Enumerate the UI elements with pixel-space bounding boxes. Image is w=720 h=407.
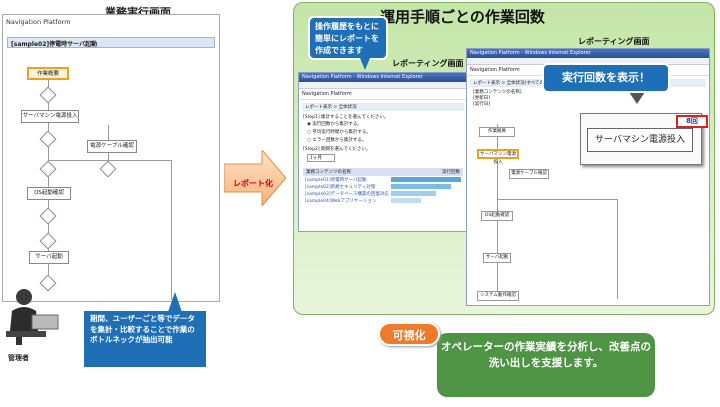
radio-time[interactable]: ○ 平均実行時間から集計する。 <box>307 130 371 135</box>
radio-count[interactable]: ◉ 実行回数から集計する。 <box>307 122 362 127</box>
summary-box: オペレーターの作業実績を分析し、改善点の洗い出しを支援します。 <box>437 333 655 397</box>
flow-branch <box>39 130 57 148</box>
table-row[interactable]: [sample03]データベース構築の回復対応 <box>305 192 389 197</box>
table-row[interactable]: [sample04]Webアプリケーション <box>305 199 377 204</box>
flow-branch <box>99 160 117 178</box>
breadcrumb: レポート表示 > 全体状況 <box>302 103 464 111</box>
count-callout: 実行回数を表示！ <box>542 63 670 93</box>
front-node-os-check[interactable]: OS起動確認 <box>481 211 513 221</box>
period-select[interactable]: 1ヶ月 <box>307 154 335 162</box>
business-execution-window: Navigation Platform [sample02]停電時サーバ起動 作… <box>2 14 220 302</box>
front-node-system-check[interactable]: システム動作確認 <box>477 291 519 301</box>
meta-executed: [実行日] <box>473 102 491 107</box>
count-bar <box>391 177 461 182</box>
report-label-back: レポーティング画面 <box>392 59 464 68</box>
step2-label: [Step2] 期間を選んでください。 <box>303 147 371 152</box>
zoom-node-server-power: サーバマシン電源投入 <box>587 128 693 152</box>
reporting-panel-title: 運用手順ごとの作業回数 <box>380 8 545 26</box>
report-table: [sample01]停電時サーバ起動 [sample02]新規セキュリティ対策 … <box>303 176 463 206</box>
callout-pointer-icon <box>360 58 370 70</box>
report-window-front: Navigation Platform - Windows Internet E… <box>466 48 710 306</box>
col-header-count: 実行回数 <box>442 170 460 175</box>
administrator-icon <box>6 289 59 345</box>
front-node-server-start[interactable]: サーバ起動 <box>483 253 511 263</box>
administrator-label: 管理者 <box>8 354 29 362</box>
flow-line <box>497 124 498 294</box>
flow-node-server-start[interactable]: サーバ起動 <box>29 251 69 264</box>
count-bar <box>391 184 451 189</box>
flow-node-power-cable[interactable]: 電源ケーブル確認 <box>87 140 137 153</box>
history-callout: 操作履歴をもとに簡単にレポートを作成できます <box>308 16 388 60</box>
meta-name: [業務コンテンツの名称] <box>473 90 522 95</box>
flow-line <box>497 199 617 200</box>
app-name: Navigation Platform <box>299 89 467 100</box>
execution-count-badge: 8回 <box>676 115 708 128</box>
table-header: 業務コンテンツの名称 実行回数 <box>303 168 463 176</box>
front-node-start[interactable]: 作業概要 <box>479 127 515 137</box>
flow-node-os-check[interactable]: OS起動確認 <box>27 187 71 200</box>
radio-error[interactable]: ○ エラー回数から集計する。 <box>307 138 367 143</box>
radio-count-label: 実行回数から集計する。 <box>312 122 362 127</box>
count-bar <box>391 191 436 196</box>
flow-line <box>108 160 171 161</box>
flow-line <box>48 160 108 161</box>
flow-line <box>617 199 618 299</box>
flow-title-bar: [sample02]停電時サーバ起動 <box>7 37 215 48</box>
window-titlebar: Navigation Platform - Windows Internet E… <box>467 49 709 58</box>
arrow-icon <box>224 150 286 206</box>
bottleneck-note: 期間、ユーザーごと等でデータを集計・比較することで作業のボトルネックが抽出可能 <box>84 311 206 367</box>
table-row[interactable]: [sample01]停電時サーバ起動 <box>305 178 367 183</box>
count-bar <box>391 198 421 203</box>
report-window-back: Navigation Platform - Windows Internet E… <box>298 72 468 232</box>
window-toolbar <box>299 82 467 89</box>
arrow-label: レポート化 <box>233 179 273 188</box>
flow-branch <box>39 232 57 250</box>
window-titlebar: Navigation Platform - Windows Internet E… <box>299 73 467 82</box>
flow-node-start[interactable]: 作業概要 <box>27 67 69 80</box>
flow-node-server-power[interactable]: サーバマシン電源投入 <box>21 110 79 123</box>
step1-label: [Step1] 集計することを選んでください。 <box>303 115 389 120</box>
front-node-power-cable[interactable]: 電源ケーブル確認 <box>509 169 549 179</box>
note-pointer-icon <box>168 292 182 312</box>
flow-branch <box>39 207 57 225</box>
front-node-server-power[interactable]: サーバマシン電源投入 <box>477 149 519 165</box>
report-label-front: レポーティング画面 <box>578 37 650 46</box>
flow-branch <box>39 86 57 104</box>
meta-updated: [更新日] <box>473 96 491 101</box>
radio-time-label: 平均実行時間から集計する。 <box>312 130 371 135</box>
radio-error-label: エラー回数から集計する。 <box>312 138 367 143</box>
app-name: Navigation Platform <box>6 18 71 26</box>
flow-line <box>171 160 172 300</box>
down-arrow-icon <box>629 92 645 104</box>
visualization-badge: 可視化 <box>378 322 440 346</box>
table-row[interactable]: [sample02]新規セキュリティ対策 <box>305 185 376 190</box>
col-header-name: 業務コンテンツの名称 <box>306 170 351 175</box>
flow-branch <box>39 160 57 178</box>
